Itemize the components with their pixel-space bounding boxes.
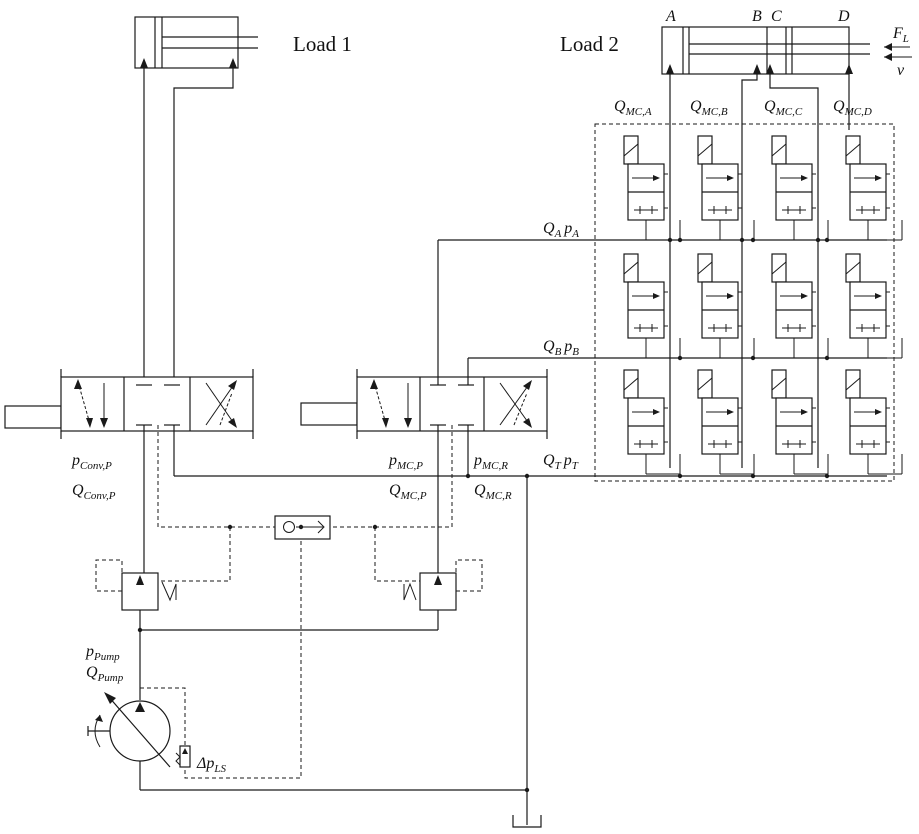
on-off-valve bbox=[771, 253, 829, 359]
q-mc-a-label: QMC,A bbox=[614, 98, 652, 118]
valve-block-boundary bbox=[594, 123, 895, 482]
right-pressure-compensator bbox=[403, 559, 483, 611]
header-junctions bbox=[667, 237, 830, 479]
on-off-valve bbox=[697, 253, 755, 359]
p-mc-r-label: pMC,R bbox=[473, 452, 508, 472]
valve-grid bbox=[623, 135, 903, 475]
on-off-valve bbox=[771, 135, 829, 241]
p-conv-p-label: pConv,P bbox=[71, 452, 112, 472]
on-off-valve bbox=[697, 369, 755, 475]
on-off-valve bbox=[623, 369, 681, 475]
load-sensing-regulator bbox=[140, 687, 191, 768]
q-mc-d-label: QMC,D bbox=[833, 98, 872, 118]
load2-cylinder bbox=[661, 26, 870, 75]
left-pressure-compensator bbox=[95, 559, 177, 611]
q-mc-b-label: QMC,B bbox=[690, 98, 728, 118]
on-off-valve bbox=[845, 135, 903, 241]
chamber-c-label: C bbox=[771, 8, 782, 25]
tank-symbol bbox=[512, 815, 542, 828]
on-off-valve bbox=[697, 135, 755, 241]
dp-ls-label: ΔpLS bbox=[196, 755, 227, 775]
q-mc-p-label: QMC,P bbox=[389, 482, 427, 502]
chamber-a-label: A bbox=[665, 8, 676, 25]
p-mc-p-label: pMC,P bbox=[388, 452, 423, 472]
q-mc-c-label: QMC,C bbox=[764, 98, 803, 118]
on-off-valve bbox=[845, 369, 903, 475]
on-off-valve bbox=[771, 369, 829, 475]
on-off-valve bbox=[623, 253, 681, 359]
on-off-valve bbox=[623, 135, 681, 241]
load2-label: Load 2 bbox=[560, 32, 619, 56]
multi-chamber-directional-valve bbox=[300, 369, 548, 439]
on-off-valve bbox=[845, 253, 903, 359]
q-mc-r-label: QMC,R bbox=[474, 482, 512, 502]
velocity-label: v bbox=[897, 62, 905, 79]
q-pump-label: QPump bbox=[86, 664, 124, 684]
variable-displacement-pump bbox=[87, 692, 171, 768]
p-pump-label: pPump bbox=[85, 643, 120, 663]
load1-cylinder bbox=[134, 16, 258, 69]
force-label: FL bbox=[892, 25, 909, 45]
q-conv-p-label: QConv,P bbox=[72, 482, 116, 502]
load1-label: Load 1 bbox=[293, 32, 352, 56]
conventional-directional-valve bbox=[4, 369, 254, 439]
chamber-b-label: B bbox=[752, 8, 762, 25]
chamber-d-label: D bbox=[837, 8, 850, 25]
